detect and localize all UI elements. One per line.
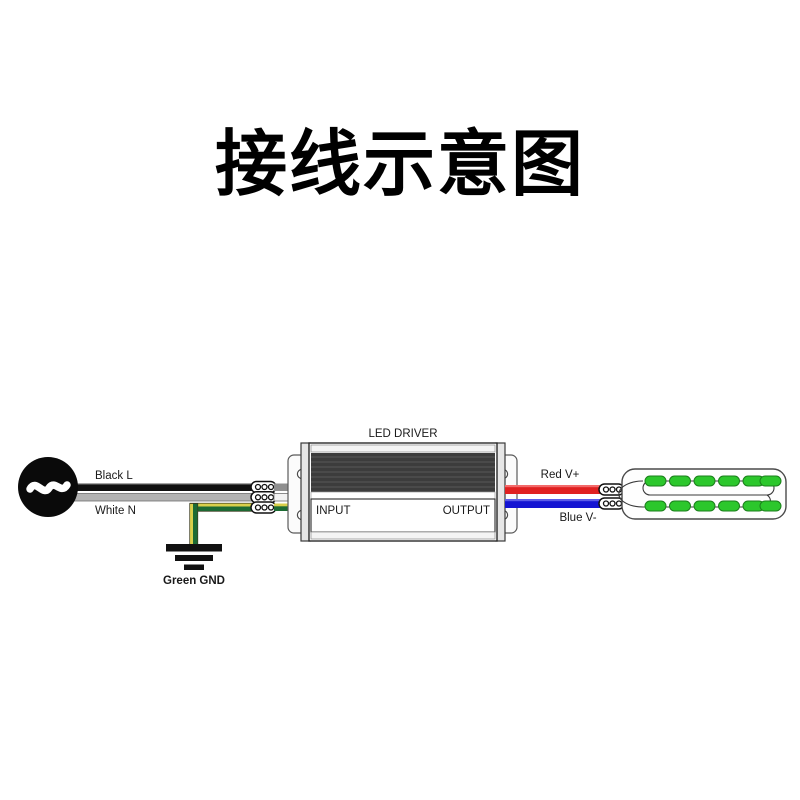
led-row-bottom [644,500,782,512]
white-wire-label: White N [95,505,136,517]
wire-red-vplus [505,485,605,494]
wire-terminal-connector [250,501,277,514]
led-element [693,475,716,487]
led-element [669,475,691,487]
wire-terminal-connector [250,480,277,494]
led-strip-module[interactable] [618,468,787,520]
led-element [644,475,667,487]
page-title: 接线示意图 [214,122,585,206]
blue-wire-label: Blue V- [559,512,596,524]
wire-black-line [62,483,252,491]
led-row-top [644,475,782,487]
led-element [669,500,691,512]
driver-bottom-strip [310,531,496,540]
led-element [759,475,782,487]
earth-ground-symbol [166,544,222,570]
input-connector-group [250,480,277,514]
ac-power-source [18,457,78,517]
wire-terminal-connector [598,497,625,510]
led-element [718,475,740,487]
driver-title-label: LED DRIVER [368,428,437,440]
wire-terminal-connector [250,491,277,504]
led-driver[interactable]: LED DRIVER INPUT OUTPUT [287,428,518,542]
red-wire-label: Red V+ [541,469,580,481]
wire-blue-vminus [505,499,605,508]
output-connector-group [598,483,625,510]
led-circuit-trace-return [618,480,767,508]
led-element [644,500,667,512]
wire-green-ground [189,502,253,546]
output-wire-group [505,485,605,508]
wire-white-neutral [61,493,253,502]
ground-wire-label: Green GND [163,575,225,587]
driver-mid-band [310,491,496,500]
black-wire-label: Black L [95,470,133,482]
led-element [759,500,782,512]
led-element [718,500,740,512]
driver-output-label: OUTPUT [443,505,490,517]
driver-heatsink [311,453,495,492]
driver-input-label: INPUT [316,505,351,517]
input-wire-group: Green GND [61,483,253,587]
driver-top-strip [310,444,496,453]
led-element [693,500,716,512]
